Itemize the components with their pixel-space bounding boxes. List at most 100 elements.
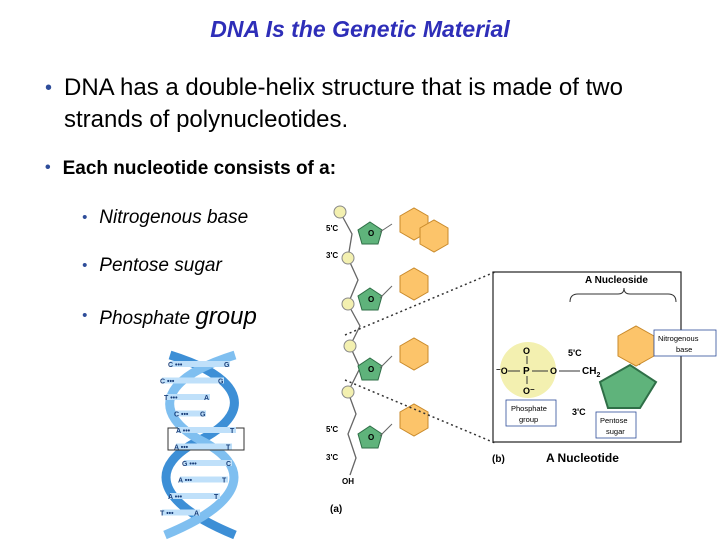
base-letter-left: G ••• — [182, 461, 197, 468]
base-pair-rung: C ••• G — [160, 377, 224, 386]
sub-bullet-text: Phosphate group — [99, 303, 257, 330]
bullet-dot: • — [82, 209, 88, 226]
callout-nitrogenous-base-text: base — [676, 345, 692, 354]
zoom-lines — [344, 271, 496, 444]
phosphate-o-right: O — [550, 366, 557, 376]
label-o: O — [368, 295, 374, 304]
base-pair-rung: C ••• G — [168, 361, 230, 369]
base-letter-left: T ••• — [160, 511, 174, 518]
phosphate-circle — [343, 339, 357, 353]
base-connector — [379, 223, 393, 233]
sub-bullet-text: Pentose sugar — [99, 255, 222, 276]
nucleoside-bracket — [569, 287, 677, 303]
nitrogenous-base-hexagon — [399, 267, 429, 301]
base-connector — [379, 423, 393, 437]
base-pair-rung: T ••• A — [164, 394, 210, 402]
bullet-dot: • — [45, 77, 53, 99]
base-letter-left: A ••• — [176, 428, 191, 435]
nucleotide-caption: A Nucleotide — [546, 451, 619, 465]
bullet-double-helix: • DNA has a double-helix structure that … — [45, 72, 695, 137]
nitrogenous-base-ring — [617, 325, 655, 367]
callout-nitrogenous-base — [653, 329, 717, 357]
sub-bullet-nitrogenous-base: • Nitrogenous base — [82, 207, 248, 230]
double-helix-illustration: C •••GC •••GT •••AC •••GA •••TA •••TG ••… — [160, 350, 245, 540]
base-letter-right: A — [194, 511, 199, 518]
label-o: O — [368, 433, 374, 442]
base-letter-left: A ••• — [174, 445, 189, 452]
nitrogenous-base-hexagon — [419, 219, 449, 253]
base-letter-right: T — [214, 494, 219, 501]
phosphate-circle — [341, 297, 355, 311]
label-oh: OH — [342, 477, 354, 486]
callout-pentose-sugar-text: Pentose — [600, 416, 628, 425]
label-3c-bottom: 3'C — [326, 453, 338, 462]
phosphate-circle — [333, 205, 347, 219]
base-pair-rung: A ••• T — [174, 443, 232, 452]
base-letter-right: T — [222, 478, 227, 485]
callout-pentose-sugar — [595, 411, 637, 439]
base-letter-right: G — [200, 412, 206, 419]
nucleoside-label: A Nucleoside — [585, 275, 648, 286]
phosphate-group-circle — [500, 342, 556, 398]
base-pair-rung: A ••• T — [176, 427, 236, 435]
sugar-3c-label: 3'C — [572, 407, 586, 417]
bullet-dot: • — [45, 159, 51, 176]
callout-nitrogenous-base-text: Nitrogenous — [658, 334, 699, 343]
callout-phosphate-group-text: Phosphate — [511, 404, 547, 413]
base-letter-right: T — [230, 428, 235, 435]
sub-bullet-pentose-sugar: • Pentose sugar — [82, 255, 222, 278]
bullet-dot: • — [82, 307, 88, 324]
nucleotide-detail-diagram: A Nucleoside P ⁻O O O⁻ O CH2 5'C 3'C Nit… — [492, 271, 717, 465]
nitrogenous-base-hexagon — [399, 403, 429, 437]
pentose-sugar-pentagon — [357, 425, 383, 449]
base-pair-rung: A •••T — [178, 476, 228, 485]
base-letter-right: G — [218, 379, 224, 386]
panel-label-b: (b) — [492, 454, 505, 465]
slide-title: DNA Is the Genetic Material — [210, 16, 510, 42]
label-3c-top: 3'C — [326, 251, 338, 260]
zoom-line-bottom — [344, 379, 496, 444]
bullet-double-helix-text: DNA has a double-helix structure that is… — [64, 74, 623, 134]
zoom-line-top — [344, 271, 496, 336]
pentose-sugar-pentagon — [357, 357, 383, 381]
pentose-sugar-ring — [598, 363, 658, 409]
base-letter-right: C — [226, 461, 231, 468]
base-connector — [379, 285, 393, 299]
label-o: O — [368, 229, 374, 238]
pentose-sugar-pentagon — [357, 221, 383, 245]
base-letter-left: A ••• — [168, 494, 183, 501]
phosphate-circle — [341, 385, 355, 399]
base-pair-rung: T ••• A — [160, 509, 200, 518]
ch2-label: CH2 — [582, 366, 600, 379]
base-letter-left: C ••• — [160, 379, 175, 386]
sub-bullet-phosphate-group: • Phosphate group — [82, 305, 257, 330]
bullet-nucleotide-consists-text: Each nucleotide consists of a: — [62, 158, 337, 179]
panel-label-a: (a) — [330, 504, 342, 515]
phosphate-o-left: ⁻O — [496, 366, 508, 376]
base-pair-rung: A ••• T — [168, 493, 220, 501]
base-letter-right: T — [226, 445, 231, 452]
bullet-nucleotide-consists: • Each nucleotide consists of a: — [45, 158, 336, 180]
sub-bullet-text: Nitrogenous base — [99, 207, 249, 228]
phosphate-p: P — [523, 366, 530, 377]
label-5c-bottom: 5'C — [326, 425, 338, 434]
phosphate-circle — [341, 251, 355, 265]
nucleotide-box — [492, 271, 682, 443]
label-o: O — [368, 365, 374, 374]
base-letter-left: T ••• — [164, 395, 178, 402]
base-letter-right: G — [224, 362, 230, 369]
base-letter-left: C ••• — [174, 412, 189, 419]
nitrogenous-base-hexagon — [399, 337, 429, 371]
phosphate-o-bottom: O⁻ — [523, 386, 535, 396]
base-connector — [379, 355, 393, 369]
callout-phosphate-group-text: group — [519, 415, 538, 424]
bullet-dot: • — [82, 257, 88, 274]
base-pair-rung: C ••• G — [174, 410, 206, 419]
pentose-sugar-pentagon — [357, 287, 383, 311]
callout-pentose-sugar-text: sugar — [606, 427, 625, 436]
sugar-5c-label: 5'C — [568, 348, 582, 358]
phosphate-o-top: O — [523, 346, 530, 356]
callout-phosphate-group — [505, 399, 557, 427]
base-letter-right: A — [204, 395, 209, 402]
base-letter-left: C ••• — [168, 362, 183, 369]
